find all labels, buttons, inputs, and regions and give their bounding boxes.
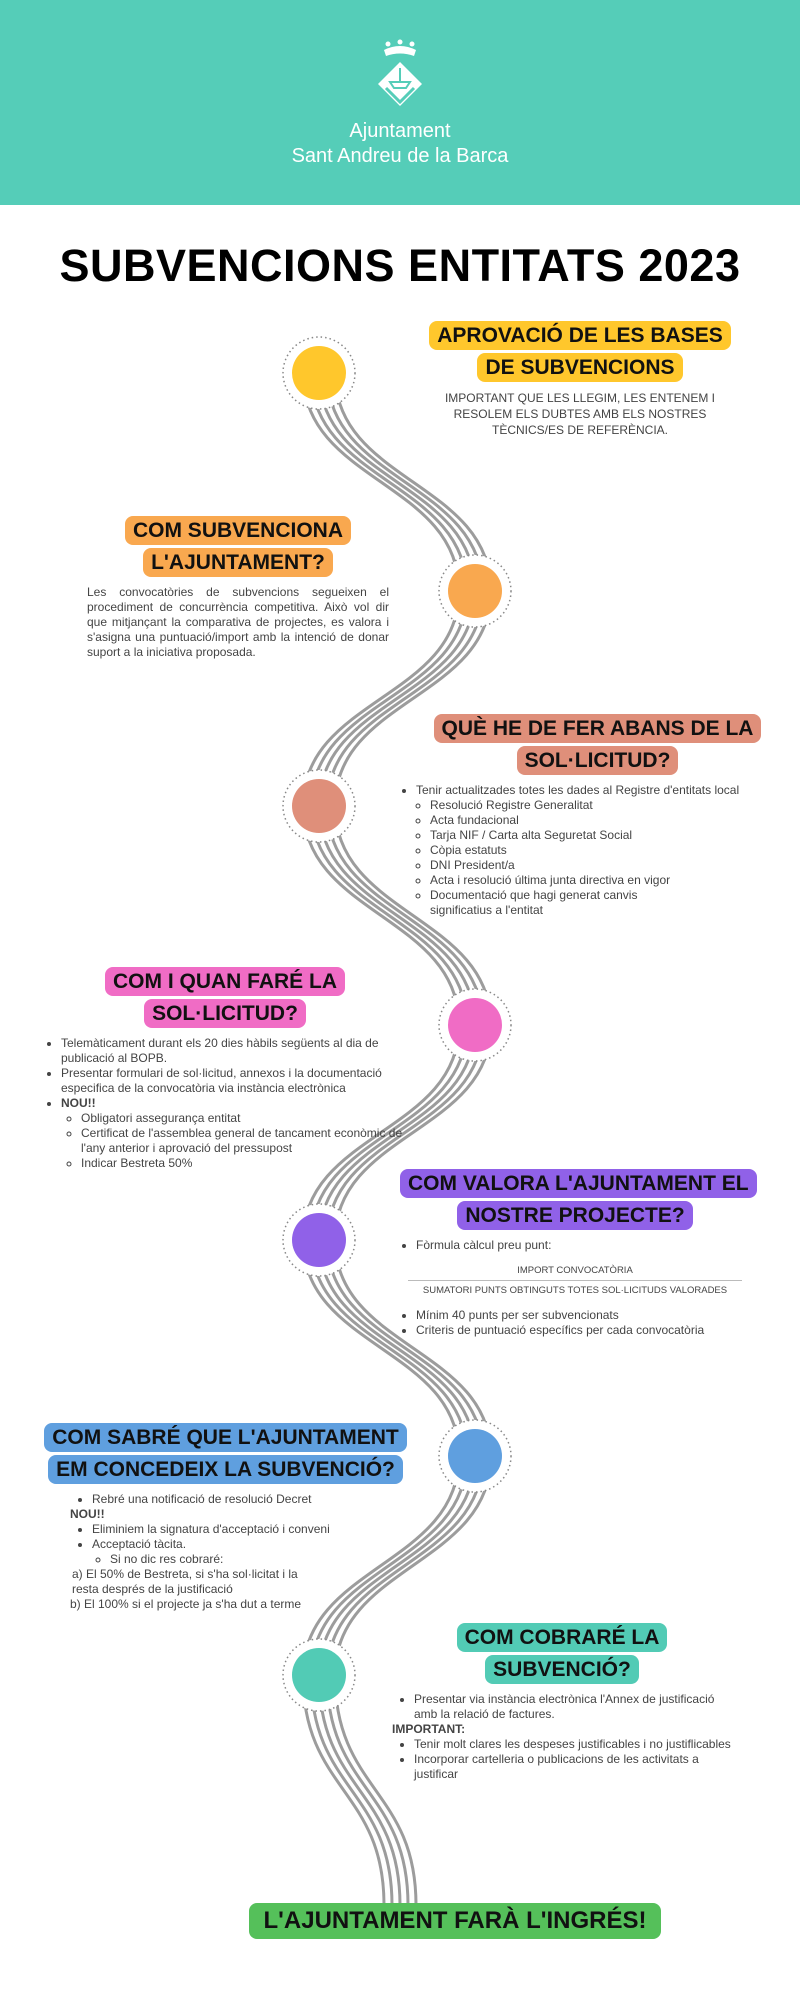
step4-heading: COM I QUAN FARÉ LA SOL·LICITUD? bbox=[45, 966, 405, 1030]
step5: COM VALORA L'AJUNTAMENT EL NOSTRE PROJEC… bbox=[400, 1168, 757, 1338]
price-formula: IMPORT CONVOCATÒRIA SUMATORI PUNTS OBTIN… bbox=[400, 1263, 750, 1298]
step-marker-4 bbox=[448, 998, 502, 1052]
list-item: NOU!! Obligatori assegurança entitat Cer… bbox=[61, 1096, 405, 1171]
list-item: Tenir molt clares les despeses justifica… bbox=[414, 1737, 732, 1752]
step3-list: Tenir actualitzades totes les dades al R… bbox=[400, 783, 795, 918]
step3-heading: QUÈ HE DE FER ABANS DE LA SOL·LICITUD? bbox=[400, 713, 795, 777]
list-item: Telemàticament durant els 20 dies hàbils… bbox=[61, 1036, 405, 1066]
step7: COM COBRARÉ LA SUBVENCIÓ? Presentar via … bbox=[392, 1622, 732, 1782]
step4: COM I QUAN FARÉ LA SOL·LICITUD? Telemàti… bbox=[45, 966, 405, 1171]
step-marker-2 bbox=[448, 564, 502, 618]
step-marker-1 bbox=[292, 346, 346, 400]
list-subitem: Documentació que hagi generat canvis sig… bbox=[430, 888, 670, 918]
option-b: b) El 100% si el projecte ja s'ha dut a … bbox=[70, 1597, 302, 1611]
important-label: IMPORTANT: bbox=[392, 1722, 466, 1736]
list-item: Presentar via instància electrònica l'An… bbox=[414, 1692, 732, 1722]
list-subitem: Indicar Bestreta 50% bbox=[81, 1156, 405, 1171]
option-a: a) El 50% de Bestreta, si s'ha sol·licit… bbox=[72, 1567, 298, 1596]
step2-heading: COM SUBVENCIONA L'AJUNTAMENT? bbox=[87, 515, 389, 579]
step5-list: Fòrmula càlcul preu punt: IMPORT CONVOCA… bbox=[400, 1238, 750, 1338]
coat-of-arms-logo bbox=[378, 39, 422, 106]
list-subitem: Resolució Registre Generalitat bbox=[430, 798, 795, 813]
step1-text: IMPORTANT QUE LES LLEGIM, LES ENTENEM I … bbox=[444, 391, 716, 437]
new-label: NOU!! bbox=[70, 1507, 105, 1521]
step7-heading: COM COBRARÉ LA SUBVENCIÓ? bbox=[392, 1622, 732, 1686]
timeline-line bbox=[309, 372, 469, 1906]
step-marker-6 bbox=[448, 1429, 502, 1483]
step7-list: Presentar via instància electrònica l'An… bbox=[392, 1692, 732, 1782]
list-subitem: DNI President/a bbox=[430, 858, 795, 873]
list-item: Presentar formulari de sol·licitud, anne… bbox=[61, 1066, 405, 1096]
step2-text: Les convocatòries de subvencions segueix… bbox=[87, 585, 389, 659]
list-item: Incorporar cartelleria o publicacions de… bbox=[414, 1752, 732, 1782]
step1: APROVACIÓ DE LES BASES DE SUBVENCIONS IM… bbox=[420, 320, 740, 438]
step-marker-3 bbox=[292, 779, 346, 833]
list-item: Criteris de puntuació específics per cad… bbox=[416, 1323, 750, 1338]
final-banner-label-wrap: L'AJUNTAMENT FARÀ L'INGRÉS! bbox=[249, 1903, 661, 1939]
final-banner-label: L'AJUNTAMENT FARÀ L'INGRÉS! bbox=[249, 1903, 661, 1939]
list-subitem: Si no dic res cobraré: bbox=[110, 1552, 350, 1567]
formula-denominator: SUMATORI PUNTS OBTINGUTS TOTES SOL·LICIT… bbox=[422, 1285, 728, 1296]
list-subitem: Tarja NIF / Carta alta Seguretat Social bbox=[430, 828, 795, 843]
step6-heading: COM SABRÉ QUE L'AJUNTAMENT EM CONCEDEIX … bbox=[38, 1422, 413, 1486]
step-marker-7 bbox=[292, 1648, 346, 1702]
step5-heading: COM VALORA L'AJUNTAMENT EL NOSTRE PROJEC… bbox=[400, 1168, 757, 1232]
list-subitem: Certificat de l'assemblea general de tan… bbox=[81, 1126, 405, 1156]
final-banner: L'AJUNTAMENT FARÀ L'INGRÉS! bbox=[249, 1903, 661, 1945]
timeline-line bbox=[301, 372, 461, 1906]
header-banner: Ajuntament Sant Andreu de la Barca bbox=[0, 0, 800, 205]
list-subitem: Acta i resolució última junta directiva … bbox=[430, 873, 795, 888]
list-item: Fòrmula càlcul preu punt: bbox=[416, 1238, 750, 1253]
step6: COM SABRÉ QUE L'AJUNTAMENT EM CONCEDEIX … bbox=[38, 1422, 413, 1612]
step6-list: Rebré una notificació de resolució Decre… bbox=[70, 1492, 350, 1612]
formula-numerator: IMPORT CONVOCATÒRIA bbox=[408, 1263, 742, 1281]
list-item: Acceptació tàcita. bbox=[92, 1537, 350, 1552]
list-subitem: Còpia estatuts bbox=[430, 843, 795, 858]
step1-heading: APROVACIÓ DE LES BASES DE SUBVENCIONS bbox=[420, 320, 740, 384]
list-subitem: Obligatori assegurança entitat bbox=[81, 1111, 405, 1126]
step2: COM SUBVENCIONA L'AJUNTAMENT? Les convoc… bbox=[87, 515, 389, 660]
list-item: Rebré una notificació de resolució Decre… bbox=[92, 1492, 350, 1507]
step-marker-5 bbox=[292, 1213, 346, 1267]
list-item: Tenir actualitzades totes les dades al R… bbox=[416, 783, 795, 798]
list-item: Mínim 40 punts per ser subvencionats bbox=[416, 1308, 750, 1323]
list-subitem: Acta fundacional bbox=[430, 813, 795, 828]
step3: QUÈ HE DE FER ABANS DE LA SOL·LICITUD? T… bbox=[400, 713, 795, 918]
org-name-line1: Ajuntament bbox=[349, 120, 451, 142]
page-title: SUBVENCIONS ENTITATS 2023 bbox=[59, 240, 741, 291]
list-item: Eliminiem la signatura d'acceptació i co… bbox=[92, 1522, 350, 1537]
step4-list: Telemàticament durant els 20 dies hàbils… bbox=[45, 1036, 405, 1171]
org-name-line2: Sant Andreu de la Barca bbox=[291, 145, 509, 167]
